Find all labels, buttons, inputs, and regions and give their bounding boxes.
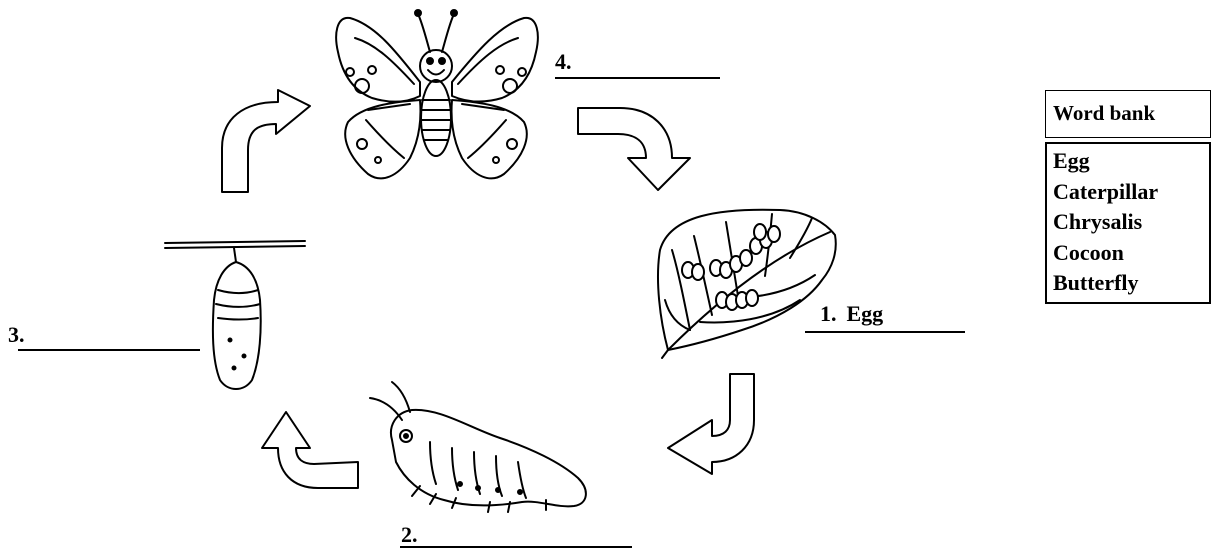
stage-1-number: 1. [820,301,837,326]
curved-arrow-icon [668,374,754,474]
curved-arrow-icon [578,108,690,190]
stage-3-answer-line [18,349,200,351]
curved-arrow-icon [262,412,358,488]
curved-arrow-icon [222,90,310,192]
word-bank-item: Cocoon [1053,238,1209,269]
stage-2-answer-line [400,546,632,548]
stage-4-answer-line [555,77,720,79]
leaf-with-eggs-icon [658,210,836,358]
word-bank-item: Egg [1053,146,1209,177]
stage-1-answer-line [805,331,965,333]
stage-3-label: 3. [8,322,25,348]
stage-1-label: 1. Egg [820,301,883,327]
chrysalis-icon [165,241,305,389]
caterpillar-icon [370,382,586,512]
stage-3-number: 3. [8,322,25,347]
word-bank-list: Egg Caterpillar Chrysalis Cocoon Butterf… [1045,142,1211,304]
stage-2-number: 2. [401,522,418,547]
word-bank: Word bank Egg Caterpillar Chrysalis Coco… [1045,90,1213,304]
word-bank-item: Butterfly [1053,268,1209,299]
butterfly-icon [336,10,538,178]
word-bank-title: Word bank [1045,90,1211,138]
word-bank-item: Chrysalis [1053,207,1209,238]
stage-2-label: 2. [401,522,418,548]
stage-1-answer: Egg [847,301,884,326]
word-bank-item: Caterpillar [1053,177,1209,208]
stage-4-label: 4. [555,49,572,75]
stage-4-number: 4. [555,49,572,74]
